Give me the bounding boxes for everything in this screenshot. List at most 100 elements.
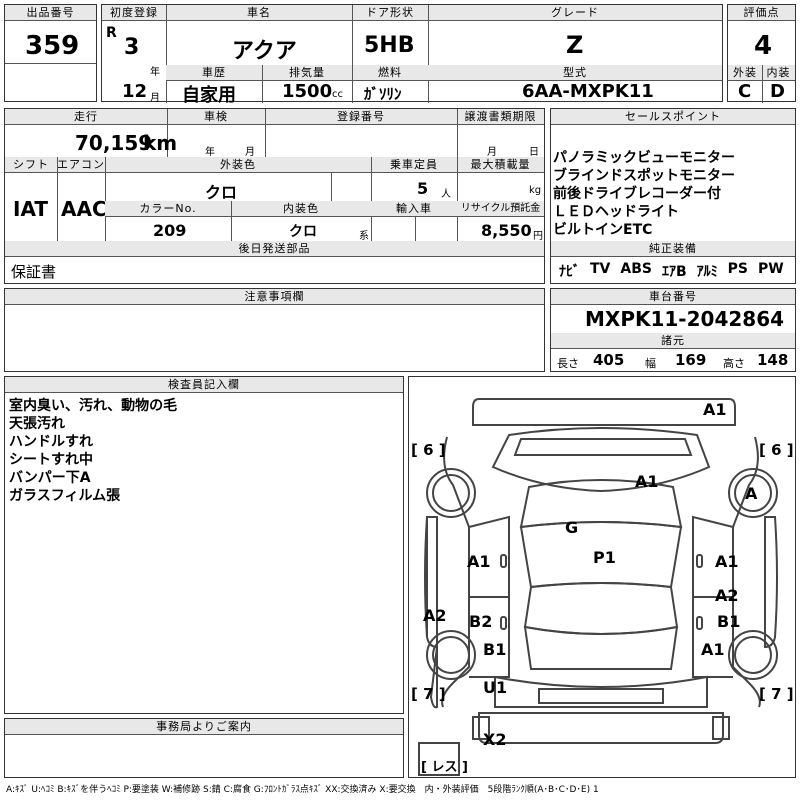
inspector-notes: 室内臭い、汚れ、動物の毛 天張汚れ ハンドルすれ シートすれ中 バンパー下A ガ… [9,397,177,505]
colorno: 209 [153,221,187,240]
transfer-day-unit: 日 [529,147,539,158]
dims-label: 諸元 [551,333,795,349]
mark-right-rear-door: A2 [715,586,739,605]
model: 6AA-MXPK11 [522,81,654,102]
mark-left-rear-quarter: B1 [483,640,506,659]
mark-roof: G [565,518,578,537]
mark-front-right-wheel: A [745,484,758,503]
sales-point: ブラインドスポットモニター [553,168,735,184]
equip-item: ｴｱB [661,264,687,280]
mileage: 70,159 [75,131,153,155]
equip-item: PW [758,261,784,277]
displacement-label: 排気量 [262,65,352,81]
spare-label: [ レス ] [421,760,468,775]
interior-unit: 系 [359,231,369,242]
wheel-rear-left [426,630,476,680]
width: 169 [675,351,707,369]
inspector-note: 天張汚れ [9,416,65,432]
chassis-label: 車台番号 [551,289,795,305]
shift-label: シフト [5,157,57,173]
score-box: 評価点 4 外装 内装 C D [727,4,796,103]
inspector-note: 室内臭い、汚れ、動物の毛 [9,398,178,414]
front-bumper-outline [472,398,736,426]
regno-label: 登録番号 [265,109,457,125]
hood-outline [491,427,711,493]
vehicle-info-box: 初度登録 車名 ドア形状 グレード R 3 年 アクア 5HB Z 車歴 排気量… [101,4,723,106]
car-diagram: A1 A1 A G P1 A1 A1 A2 A2 B2 B1 B1 A1 U1 … [408,376,796,778]
wheel-rear-right [728,630,778,680]
sales-label: セールスポイント [551,109,795,125]
interior: クロ [289,224,317,240]
lot-number: 359 [25,31,80,61]
car-name: アクア [232,39,297,64]
inspector-label: 検査員記入欄 [5,377,403,393]
shift: IAT [13,197,49,221]
rear-glass-outline [523,582,679,635]
equip-item: ﾅﾋﾞ [559,264,580,280]
inspector-note: シートすれ中 [9,452,93,468]
insp-year-unit: 年 [205,147,215,158]
chassis-box: 車台番号 MXPK11-2042864 諸元 長さ 405 幅 169 高さ 1… [550,288,796,372]
capacity-unit: 人 [441,189,451,200]
first-reg-label: 初度登録 [102,5,166,21]
width-label: 幅 [645,357,656,370]
office-box: 事務局よりご案内 [4,718,404,778]
lot-box: 出品番号 359 [4,4,97,102]
mark-tailgate: U1 [483,678,507,697]
inspector-note: ガラスフィルム張 [9,488,121,504]
grade: Z [566,31,584,59]
equip-label: 純正装備 [551,241,795,257]
sales-box: セールスポイント パノラミックビューモニター ブラインドスポットモニター 前後ド… [550,108,796,284]
sales-point: ビルトインETC [553,222,653,238]
score-label: 評価点 [728,5,795,21]
sales-point: 前後ドライブレコーダー付 [553,186,721,202]
lot-label: 出品番号 [5,5,96,21]
length: 405 [593,351,625,369]
wheel-label-rear-left: [ 7 ] [411,685,446,703]
equip-list: ﾅﾋﾞ TV ABS ｴｱB ｱﾙﾐ PS PW [559,261,784,281]
height-label: 高さ [723,357,745,370]
score: 4 [754,31,773,61]
grade-label: グレード [428,5,722,21]
caution-box: 注意事項欄 [4,288,545,372]
int-label: 内装 [762,65,795,81]
mark-roof-center: P1 [593,548,616,567]
model-label: 型式 [428,65,722,81]
wheel-front-right [728,468,778,518]
rear-bumper-outline [478,712,724,744]
mark-right-front-door: A1 [715,552,739,571]
caution-label: 注意事項欄 [5,289,544,305]
mark-left-front-door: A1 [467,552,491,571]
transfer-label: 譲渡書類期限 [457,109,544,125]
mark-left-rear-door: B2 [469,612,492,631]
mark-hood: A1 [635,472,659,491]
ext-grade: C [738,81,752,102]
door-label: ドア形状 [352,5,428,21]
sales-point: パノラミックビューモニター [553,150,735,166]
sales-points: パノラミックビューモニター ブラインドスポットモニター 前後ドライブレコーダー付… [553,149,735,239]
recycle-unit: 円 [533,231,543,242]
inspector-note: バンパー下A [9,470,91,486]
equip-item: PS [727,261,748,277]
history-label: 車歴 [166,65,262,81]
mark-right-rear-door2: B1 [717,612,740,631]
reg-year: 3 [124,35,140,60]
mark-rear-bumper: X2 [483,730,506,749]
reg-month: 12 [122,81,148,102]
sales-point: ＬＥＤヘッドライト [553,204,679,220]
year-unit: 年 [150,67,160,78]
insp-month-unit: 月 [245,147,255,158]
car-outline: A1 A1 A G P1 A1 A1 A2 A2 B2 B1 B1 A1 U1 … [411,398,794,776]
displacement: 1500 [282,81,333,102]
inspection-label: 車検 [167,109,265,125]
office-label: 事務局よりご案内 [5,719,403,735]
mileage-unit: km [143,131,178,155]
colorno-label: カラーNo. [105,201,231,217]
equip-item: ｱﾙﾐ [696,264,718,280]
parts-label: 後日発送部品 [5,241,544,257]
right-side-outline [732,436,761,708]
mark-front-bumper: A1 [703,400,727,419]
color-label: 外装色 [105,157,371,173]
spare-tire-outline [418,742,460,776]
parts: 保証書 [11,263,57,281]
